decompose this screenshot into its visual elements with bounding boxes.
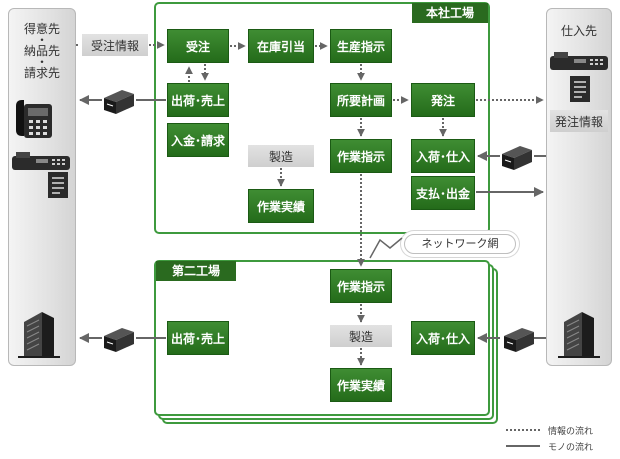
sagyo-shiji-box: 作業指示 <box>330 139 392 173</box>
legend-info-label: 情報の流れ <box>548 427 594 437</box>
supplier-building-icon <box>558 312 600 358</box>
fax-icon <box>12 152 70 170</box>
seisan-box: 生産指示 <box>330 29 392 63</box>
network-zigzag <box>369 237 403 259</box>
customer-label: 得意先 ・ 納品先 ・ 請求先 <box>23 22 60 80</box>
nyukin-box: 入金･請求 <box>167 123 229 157</box>
building-icon <box>18 312 60 358</box>
shoyo-box: 所要計画 <box>330 83 392 117</box>
document-icon <box>48 172 68 198</box>
second-shukka-box: 出荷･売上 <box>167 321 229 355</box>
shukka-box: 出荷･売上 <box>167 83 229 117</box>
second-nyuka-box: 入荷･仕入 <box>411 321 475 355</box>
head-plant-title: 本社工場 <box>412 3 488 23</box>
seizo-box: 製造 <box>248 145 314 167</box>
supplier-document-icon <box>570 76 590 102</box>
legend-goods-label: モノの流れ <box>548 443 594 453</box>
phone-icon <box>16 100 52 138</box>
second-seizo-box: 製造 <box>330 325 392 347</box>
hatchu-box: 発注 <box>411 83 475 117</box>
supplier-fax-icon <box>550 52 608 70</box>
sagyo-jisseki-box: 作業実績 <box>248 189 314 223</box>
second-plant-title: 第二工場 <box>156 261 236 281</box>
goods-box-icon <box>104 90 534 352</box>
supplier-order-info: 発注情報 <box>550 110 608 132</box>
second-sagyo-shiji-box: 作業指示 <box>330 269 392 303</box>
order-info-label: 受注情報 <box>82 34 148 56</box>
juchu-box: 受注 <box>167 29 229 63</box>
second-sagyo-jisseki-box: 作業実績 <box>330 368 392 402</box>
zaiko-box: 在庫引当 <box>248 29 314 63</box>
shiharai-box: 支払･出金 <box>411 176 475 210</box>
supplier-label: 仕入先 <box>560 24 597 38</box>
nyuka-box: 入荷･仕入 <box>411 139 475 173</box>
network-cloud: ネットワーク網 <box>404 234 516 254</box>
